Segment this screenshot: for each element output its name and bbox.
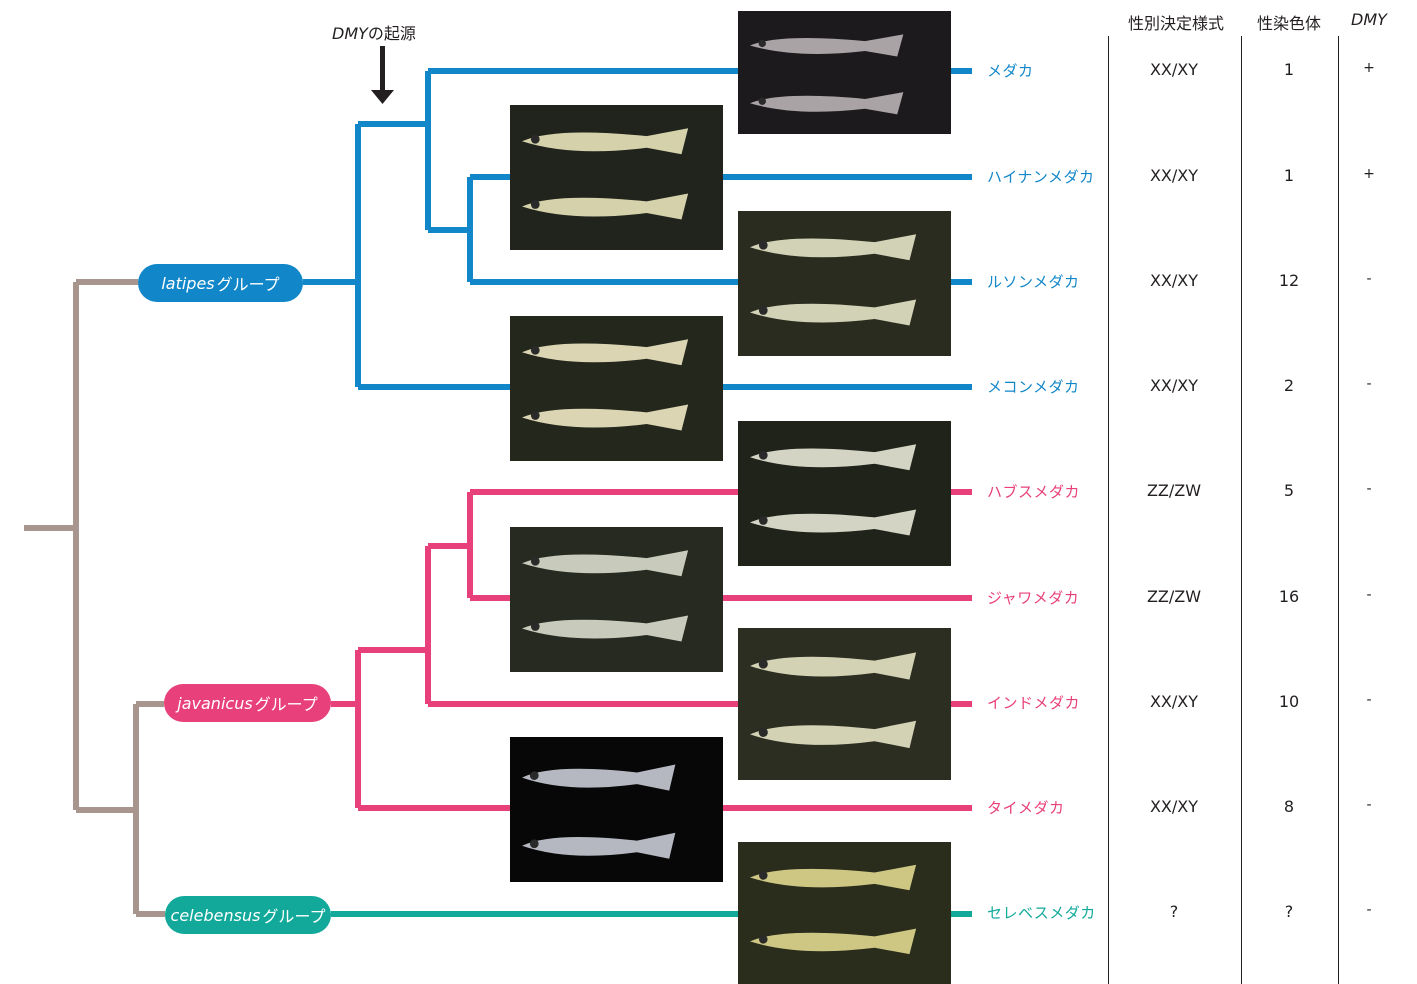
sex-system-cell: XX/XY: [1118, 60, 1230, 79]
fish-shape: [522, 339, 688, 365]
fish-shape: [750, 652, 916, 679]
fish-photo: [510, 105, 723, 250]
dmy-cell: -: [1344, 797, 1394, 813]
dmy-origin-label: DMYの起源: [332, 20, 416, 44]
dmy-cell: -: [1344, 902, 1394, 918]
dmy-cell: -: [1344, 481, 1394, 497]
fish-shape: [750, 929, 916, 955]
species-label: メダカ: [987, 60, 1034, 81]
dmy-cell: -: [1344, 692, 1394, 708]
species-label: インドメダカ: [987, 692, 1080, 713]
sex-chromosome-cell: 1: [1250, 60, 1328, 79]
sex-system-cell: ?: [1118, 902, 1230, 921]
header-dmy: DMY: [1344, 10, 1394, 29]
dmy-cell: -: [1344, 376, 1394, 392]
fish-photo: [738, 842, 951, 984]
fish-photo: [510, 527, 723, 672]
sex-system-cell: ZZ/ZW: [1118, 481, 1230, 500]
table-separator: [1241, 36, 1242, 984]
fish-shape: [750, 234, 916, 260]
dmy-cell: +: [1344, 60, 1394, 76]
species-label: ハイナンメダカ: [987, 166, 1094, 187]
root-branch: [24, 282, 165, 914]
sex-system-cell: XX/XY: [1118, 376, 1230, 395]
species-label: タイメダカ: [987, 797, 1065, 818]
species-label: ルソンメダカ: [987, 271, 1080, 292]
sex-chromosome-cell: 10: [1250, 692, 1328, 711]
species-label: ハブスメダカ: [987, 481, 1080, 502]
fish-photo: [738, 421, 951, 566]
species-label: メコンメダカ: [987, 376, 1080, 397]
fish-shape: [750, 34, 903, 56]
fish-shape: [750, 299, 916, 325]
species-label: ジャワメダカ: [987, 587, 1079, 608]
header-sex-system: 性別決定様式: [1118, 10, 1234, 34]
sex-system-cell: XX/XY: [1118, 271, 1230, 290]
sex-chromosome-cell: 12: [1250, 271, 1328, 290]
sex-chromosome-cell: 1: [1250, 166, 1328, 185]
fish-shape: [522, 404, 688, 430]
table-separator: [1108, 36, 1109, 984]
javanicus-internal-branch: [331, 492, 470, 808]
sex-chromosome-cell: 5: [1250, 481, 1328, 500]
fish-photo: [738, 11, 951, 134]
fish-shape: [750, 721, 916, 748]
latipes-internal-branch: [303, 71, 470, 387]
fish-shape: [750, 444, 916, 470]
table-separator: [1338, 36, 1339, 984]
sex-chromosome-cell: 2: [1250, 376, 1328, 395]
sex-system-cell: XX/XY: [1118, 797, 1230, 816]
fish-photo: [510, 737, 723, 882]
fish-shape: [522, 128, 688, 154]
sex-chromosome-cell: 8: [1250, 797, 1328, 816]
dmy-cell: -: [1344, 271, 1394, 287]
fish-shape: [522, 550, 688, 576]
fish-shape: [750, 92, 903, 114]
header-sex-chromosome: 性染色体: [1250, 10, 1328, 34]
sex-system-cell: ZZ/ZW: [1118, 587, 1230, 606]
fish-photo: [510, 316, 723, 461]
fish-photo: [738, 628, 951, 780]
down-arrow-icon: [371, 46, 394, 104]
dmy-cell: +: [1344, 166, 1394, 182]
sex-chromosome-cell: ?: [1250, 902, 1328, 921]
fish-shape: [522, 615, 688, 641]
fish-shape: [750, 865, 916, 891]
fish-shape: [750, 509, 916, 535]
sex-system-cell: XX/XY: [1118, 692, 1230, 711]
sex-chromosome-cell: 16: [1250, 587, 1328, 606]
fish-shape: [522, 833, 675, 859]
species-label: セレベスメダカ: [987, 902, 1096, 923]
sex-system-cell: XX/XY: [1118, 166, 1230, 185]
dmy-cell: -: [1344, 587, 1394, 603]
fish-photo: [738, 211, 951, 356]
fish-shape: [522, 193, 688, 219]
fish-shape: [522, 765, 675, 791]
